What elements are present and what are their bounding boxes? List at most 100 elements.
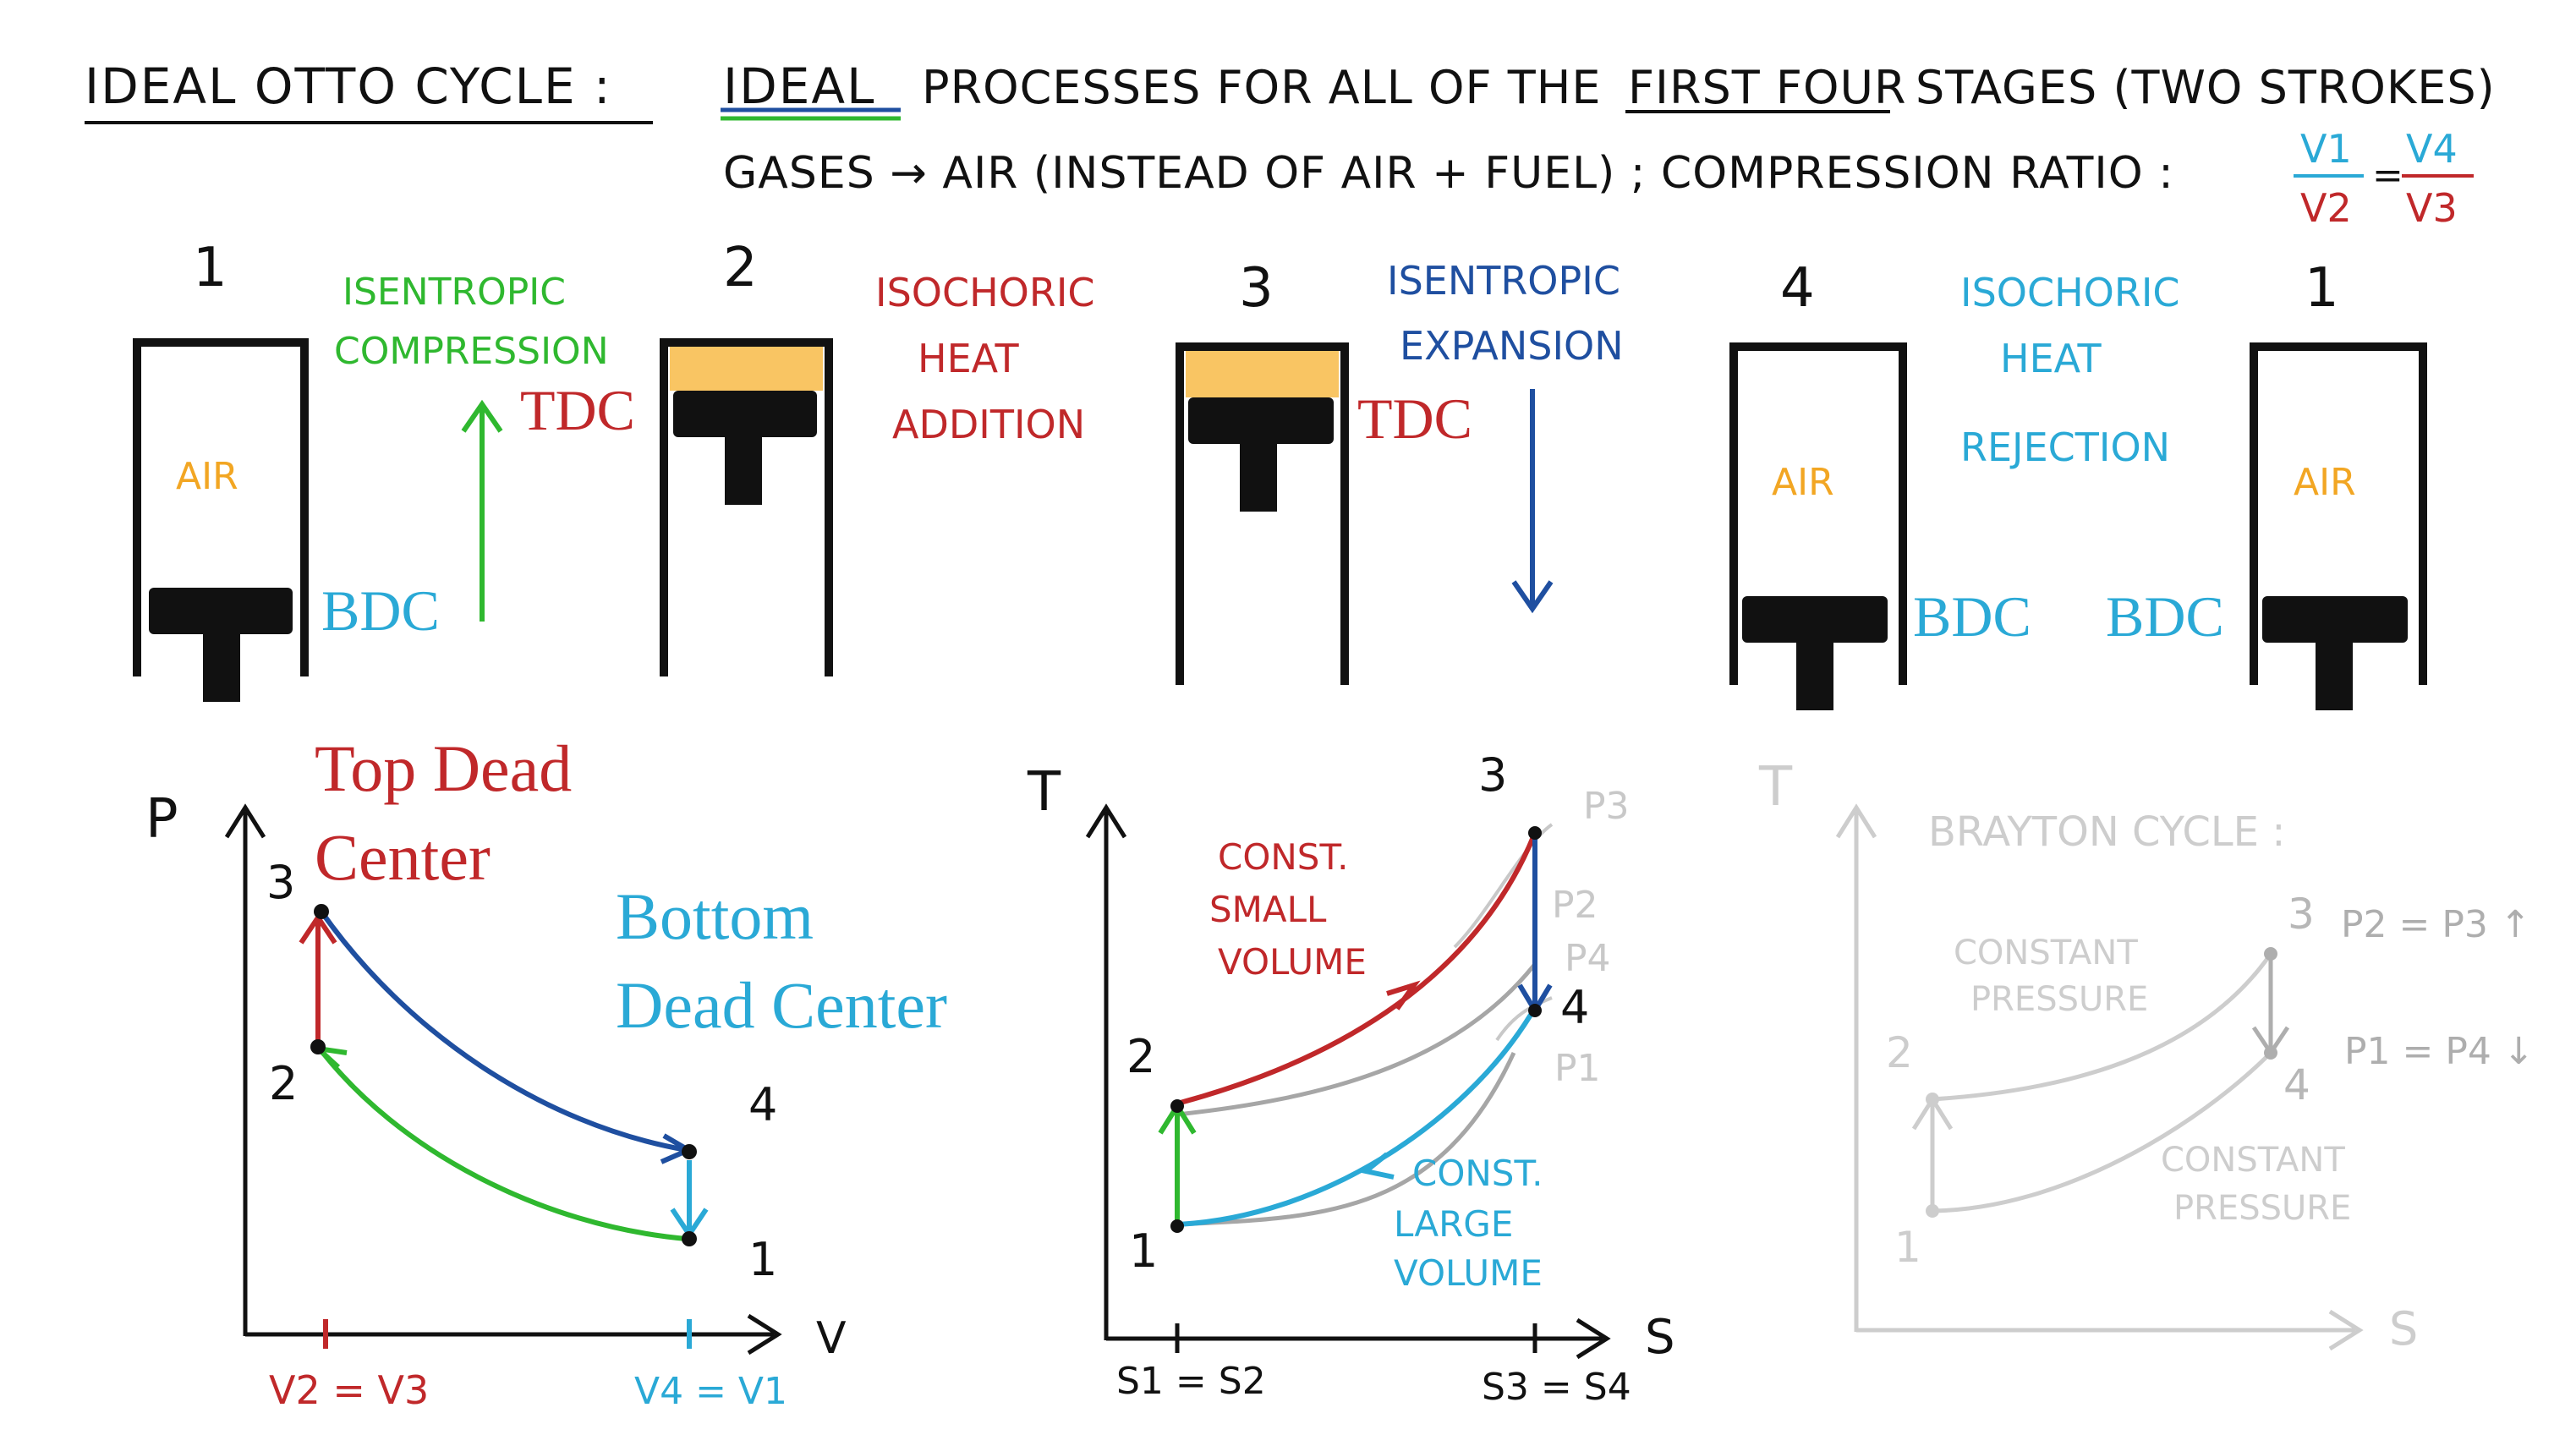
- ts-arrow-23-head: [1386, 980, 1421, 1011]
- top-dead-center-line1: Top Dead: [315, 731, 572, 805]
- ts-y-label: T: [1027, 761, 1061, 824]
- brayton-curve-41: [1932, 1051, 2272, 1213]
- stage-4-cylinder: 4 AIR BDC: [1729, 257, 2031, 710]
- piston-head: [2262, 596, 2408, 643]
- ts-const-small-2: SMALL: [1209, 889, 1327, 930]
- process-isentropic-expansion: ISENTROPIC EXPANSION: [1387, 258, 1624, 614]
- stage-1-air: AIR: [176, 455, 238, 498]
- stage-2-number: 2: [723, 237, 758, 299]
- bottom-dead-center-line1: Bottom: [616, 879, 814, 953]
- stage-5-number: 1: [2305, 257, 2339, 320]
- ratio-v1: V1: [2300, 126, 2352, 172]
- brayton-x-arrow-head: [2328, 1309, 2364, 1351]
- brayton-y-arrow-head: [1835, 803, 1877, 839]
- process-isochoric-heat-rejection: ISOCHORIC HEAT REJECTION: [1960, 270, 2180, 470]
- stage-5-bdc: BDC: [2106, 584, 2224, 649]
- stage-3-cylinder: 3 TDC: [1176, 257, 1472, 685]
- process-23-line3: ADDITION: [892, 402, 1085, 447]
- process-41-line1: ISOCHORIC: [1960, 270, 2180, 315]
- pv-tick-right-label: V4 = V1: [634, 1370, 787, 1413]
- ts-isobar-p2-gray: [1176, 962, 1537, 1117]
- brayton-label-3: 3: [2288, 890, 2315, 939]
- ts-const-small-1: CONST.: [1218, 836, 1349, 878]
- ts-x-arrow-head: [1576, 1317, 1611, 1360]
- ts-isobar-label-p4: P4: [1565, 937, 1611, 980]
- pv-point-1: [682, 1231, 697, 1246]
- pv-diagram: P V 3 2 4 1 V2 = V3 V4 = V1 Top Dead Cen…: [145, 731, 947, 1413]
- process-23-line1: ISOCHORIC: [875, 270, 1095, 315]
- stage-5-cylinder: 1 BDC AIR: [2106, 257, 2427, 710]
- ts-label-2: 2: [1126, 1030, 1155, 1083]
- ts-diagram: T S 3 2 4 1 P3 P2 P4 P1 CONST. SMALL VOL…: [1027, 748, 1675, 1409]
- brayton-label-4: 4: [2283, 1060, 2310, 1109]
- stage-1-bdc: BDC: [321, 578, 440, 643]
- ts-isobar-label-p1: P1: [1554, 1047, 1601, 1090]
- header-line1-rest: PROCESSES FOR ALL OF THE: [922, 61, 1602, 114]
- brayton-y-label: T: [1758, 756, 1793, 819]
- piston-rod: [203, 634, 240, 702]
- ts-label-1: 1: [1129, 1224, 1158, 1278]
- stage-1-tdc-label: TDC: [520, 378, 635, 442]
- ts-label-4: 4: [1560, 981, 1589, 1034]
- ts-const-large-2: LARGE: [1394, 1203, 1513, 1245]
- stage-1-number: 1: [193, 237, 227, 299]
- pv-label-3: 3: [266, 856, 295, 909]
- ts-const-large-3: VOLUME: [1394, 1252, 1543, 1294]
- stage-4-number: 4: [1780, 257, 1815, 320]
- ts-tick-left-label: S1 = S2: [1116, 1360, 1266, 1403]
- pv-x-label: V: [816, 1313, 847, 1364]
- stage-3-number: 3: [1239, 257, 1274, 320]
- cylinder-walls: [660, 338, 833, 676]
- brayton-label-1: 1: [1894, 1223, 1921, 1272]
- piston-head: [1742, 596, 1888, 643]
- pv-curve-34-expansion: [319, 910, 688, 1153]
- top-dead-center-line2: Center: [315, 820, 491, 894]
- header-first-four: FIRST FOUR: [1628, 61, 1907, 114]
- pv-y-arrow-head: [224, 803, 266, 839]
- brayton-eq-bottom: P1 = P4 ↓: [2344, 1030, 2535, 1073]
- brayton-point-1: [1926, 1204, 1939, 1218]
- ts-point-2: [1170, 1099, 1184, 1113]
- piston-rod: [1796, 643, 1833, 710]
- header-line1-end: STAGES (TWO STROKES): [1916, 61, 2496, 114]
- ts-isobar-label-p2: P2: [1552, 884, 1598, 927]
- brayton-point-4: [2264, 1046, 2277, 1060]
- pv-x-arrow-head: [747, 1313, 782, 1356]
- brayton-point-2: [1926, 1093, 1939, 1106]
- piston-rod: [1240, 444, 1277, 512]
- header-title: IDEAL OTTO CYCLE :: [85, 58, 612, 115]
- ts-point-3: [1528, 826, 1542, 840]
- compression-ratio: V1 V2 = V4 V3: [2294, 126, 2474, 231]
- stage-2-cylinder: 2: [660, 237, 833, 676]
- pv-label-2: 2: [269, 1057, 298, 1110]
- brayton-point-3: [2264, 947, 2277, 961]
- brayton-const-bottom-1: CONSTANT: [2161, 1141, 2345, 1180]
- piston-head: [673, 391, 817, 437]
- ts-isobar-label-p3: P3: [1583, 785, 1630, 828]
- ts-x-label: S: [1645, 1310, 1675, 1365]
- ts-const-small-3: VOLUME: [1218, 941, 1367, 983]
- ts-arrow-41-head: [1360, 1152, 1395, 1180]
- ratio-v4: V4: [2406, 126, 2458, 172]
- pv-curve-12-compression: [317, 1047, 688, 1241]
- cylinder-walls: [1729, 342, 1907, 685]
- ts-isobar-p1-gray: [1176, 1051, 1516, 1227]
- brayton-const-top-2: PRESSURE: [1970, 980, 2148, 1019]
- process-34-line1: ISENTROPIC: [1387, 258, 1620, 304]
- brayton-const-top-1: CONSTANT: [1954, 934, 2138, 972]
- ts-isobar-p4: [1495, 996, 1553, 1042]
- stage-5-air: AIR: [2294, 461, 2356, 504]
- ts-point-1: [1170, 1219, 1184, 1233]
- stage-4-bdc: BDC: [1913, 584, 2031, 649]
- ratio-equals: =: [2372, 154, 2403, 197]
- brayton-title: BRAYTON CYCLE :: [1928, 808, 2285, 856]
- ts-tick-right-label: S3 = S4: [1482, 1366, 1631, 1409]
- piston-rod: [725, 437, 762, 505]
- compression-arrow-head: [461, 399, 503, 433]
- process-41-line2: HEAT: [2000, 336, 2102, 381]
- piston-head: [149, 588, 293, 634]
- process-isentropic-compression: ISENTROPIC COMPRESSION TDC: [334, 271, 635, 622]
- process-41-line3: REJECTION: [1960, 424, 2170, 470]
- ts-point-4: [1528, 1004, 1542, 1017]
